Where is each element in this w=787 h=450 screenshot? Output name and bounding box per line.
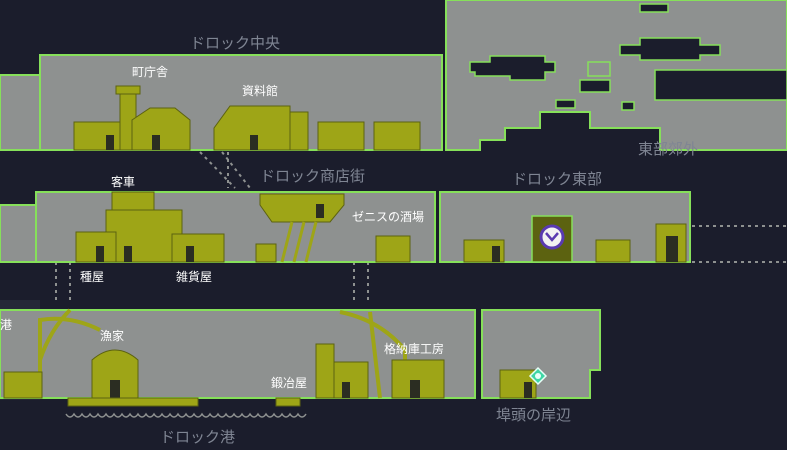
room-label-archive: 資料館	[242, 84, 279, 98]
room-label-coach: 客車	[111, 175, 136, 189]
area-label-shopping-street: ドロック商店街	[260, 167, 366, 185]
building-warehouse-a	[317, 121, 365, 151]
building-coach[interactable]	[75, 191, 183, 263]
building-town-hall[interactable]	[73, 85, 191, 151]
region-east-outskirts[interactable]	[445, 0, 787, 151]
area-label-pier-shore: 埠頭の岸辺	[496, 406, 572, 424]
building-tavern-annex	[375, 235, 411, 263]
port-docks	[65, 397, 307, 418]
area-label-port-edge: 港	[0, 318, 13, 332]
building-zenis-tavern[interactable]	[255, 193, 345, 263]
area-label-dorock-center: ドロック中央	[190, 34, 281, 52]
save-point-icon[interactable]	[531, 215, 573, 263]
room-label-smithy: 鍛冶屋	[271, 376, 308, 390]
room-label-storage-workshop: 格納庫工房	[384, 342, 445, 356]
door-east-gate	[666, 236, 678, 262]
port-arches	[38, 308, 407, 399]
building-storage-workshop[interactable]	[391, 359, 445, 399]
building-port-west	[3, 371, 43, 399]
building-general-store[interactable]	[171, 233, 225, 263]
room-label-general-store: 雑貨屋	[176, 270, 213, 284]
path-connectors	[55, 151, 787, 302]
building-archive[interactable]	[213, 105, 309, 151]
room-label-town-hall: 町庁舎	[132, 65, 169, 79]
door-pier	[524, 382, 532, 398]
area-label-east-outskirts: 東部郊外	[638, 140, 699, 158]
player-position-icon	[528, 366, 548, 386]
room-label-seed-shop: 種屋	[80, 270, 105, 284]
room-label-zenis-tavern: ゼニスの酒場	[352, 210, 425, 224]
room-label-fisherman-house: 漁家	[100, 329, 125, 343]
building-fisherman-house[interactable]	[91, 349, 139, 399]
building-smithy[interactable]	[315, 343, 369, 399]
building-warehouse-b	[373, 121, 421, 151]
door-east-a	[492, 246, 500, 262]
area-label-dorock-port: ドロック港	[160, 428, 236, 446]
area-label-dorock-east: ドロック東部	[512, 170, 603, 188]
building-east-b	[595, 239, 631, 263]
